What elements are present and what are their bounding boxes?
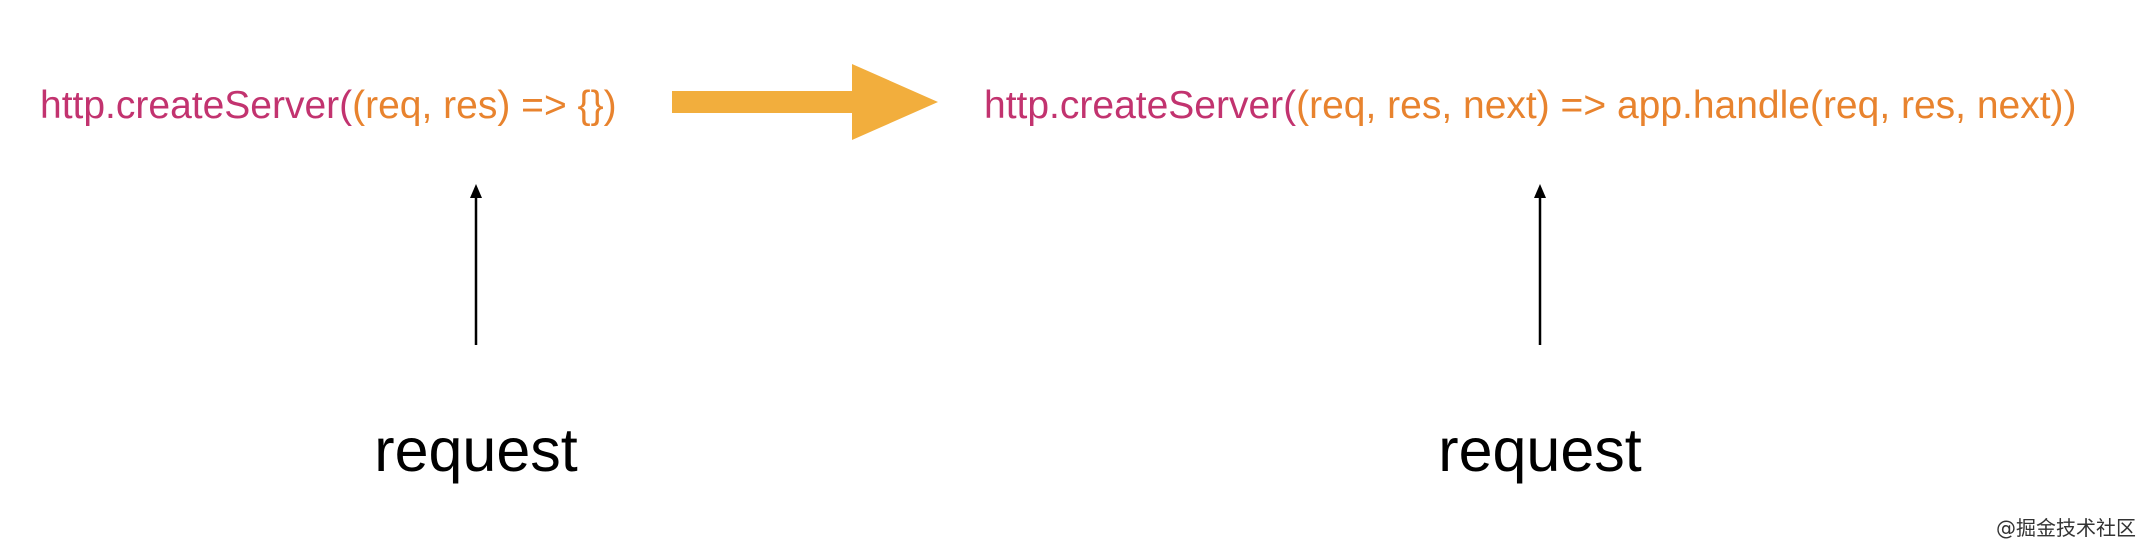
watermark: @掘金技术社区 [1996,516,2136,540]
transform-arrow [672,64,938,140]
request-label-left: request [374,416,578,484]
request-arrow-left [470,184,482,345]
code-before-function: http.createServer( [40,84,353,127]
code-after-callback: (req, res, next) => app.handle(req, res,… [1296,84,2077,127]
code-before-callback: (req, res) => {}) [352,84,617,127]
request-label-right: request [1438,416,1642,484]
request-arrow-right [1534,184,1546,345]
code-before: http.createServer((req, res) => {}) [40,86,617,125]
code-after: http.createServer((req, res, next) => ap… [984,86,2077,125]
code-after-function: http.createServer( [984,84,1297,127]
